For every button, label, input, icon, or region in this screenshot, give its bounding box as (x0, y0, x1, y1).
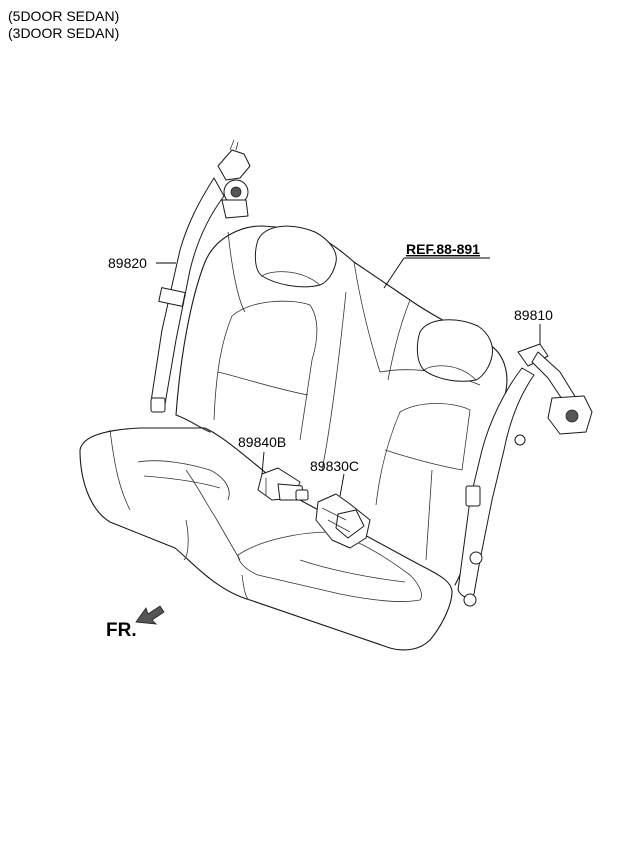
label-ref-88-891[interactable]: REF.88-891 (406, 241, 480, 257)
center-buckle-89840b (257, 467, 309, 501)
label-89840b: 89840B (238, 434, 286, 450)
model-line-3door: (3DOOR SEDAN) (8, 25, 120, 41)
center-buckle-89830c (315, 493, 371, 549)
front-arrow-icon (135, 605, 165, 625)
model-header: (5DOOR SEDAN) (3DOOR SEDAN) (8, 8, 119, 42)
front-label: FR. (106, 620, 137, 641)
left-seat-belt-retractor (150, 139, 251, 413)
model-line-5door: (5DOOR SEDAN) (8, 8, 120, 24)
seat-cushion (79, 427, 453, 651)
leader-89840b (261, 451, 265, 475)
leader-ref (383, 257, 490, 289)
headrest-right (416, 319, 493, 382)
headrest-left (254, 225, 337, 288)
right-seat-belt-retractor (457, 343, 593, 607)
label-89810: 89810 (514, 307, 553, 323)
label-89820: 89820 (108, 255, 147, 271)
leader-89830c (339, 473, 345, 497)
label-89830c: 89830C (310, 458, 359, 474)
